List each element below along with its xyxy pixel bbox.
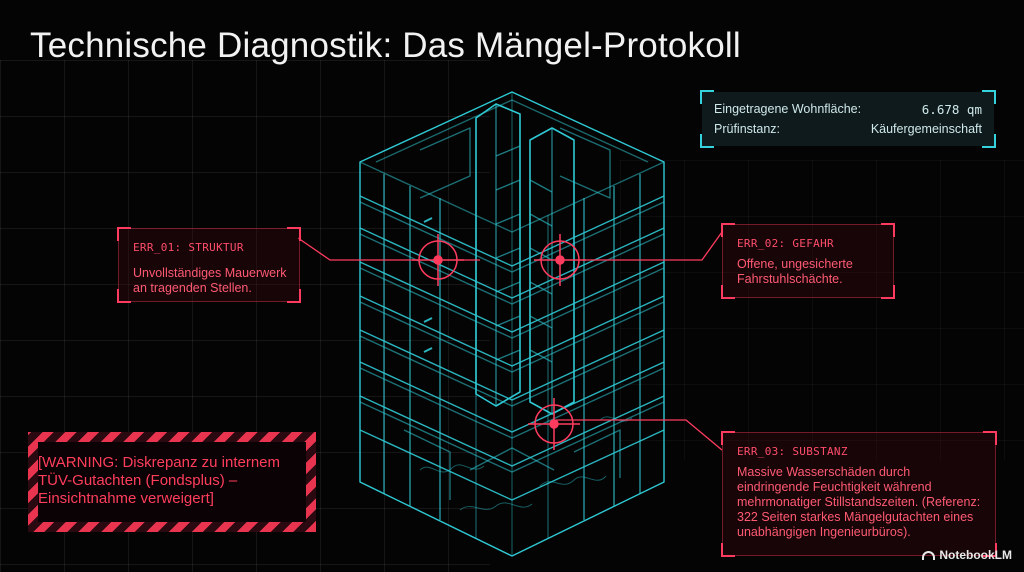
error-description: Offene, ungesicherte Fahrstuhlschächte. [737,257,853,286]
card-corner [721,223,735,237]
warning-text: [WARNING: Diskrepanz zu internem TÜV-Gut… [38,454,281,507]
warning-box: [WARNING: Diskrepanz zu internem TÜV-Gut… [28,432,316,532]
panel-corner [982,90,996,104]
panel-corner [700,134,714,148]
card-corner [721,285,735,299]
card-corner [117,227,131,241]
building-wireframe [359,91,665,557]
area-value: 6.678 qm [921,102,982,117]
card-corner [881,223,895,237]
inspector-label: Prüfinstanz: [714,122,781,136]
target-reticle-3 [528,398,580,450]
card-corner [881,285,895,299]
brand-watermark: NotebookLM [922,548,1012,562]
error-description: Massive Wasserschäden durch eindringende… [737,465,981,539]
error-description: Unvollständiges Mauerwerk an tragenden S… [133,266,287,295]
card-corner [721,543,735,557]
card-corner [117,289,131,303]
card-corner [287,289,301,303]
card-corner [287,227,301,241]
inspector-value: Käufergemeinschaft [870,122,982,136]
page-title: Technische Diagnostik: Das Mängel-Protok… [30,26,741,65]
background-grid-right [620,160,1024,460]
error-code: ERR_03: SUBSTANZ [737,445,848,458]
target-reticle-2 [534,234,586,286]
panel-corner [700,90,714,104]
notebooklm-logo-icon [922,550,936,560]
info-row-area: Eingetragene Wohnfläche: 6.678 qm [714,102,982,117]
error-card-hazard: ERR_02: GEFAHR Offene, ungesicherte Fahr… [721,223,895,299]
card-corner [721,431,735,445]
error-code: ERR_02: GEFAHR [737,237,834,250]
error-card-structure: ERR_01: STRUKTUR Unvollständiges Mauerwe… [117,227,301,303]
warning-inner [38,442,306,522]
error-card-substance: ERR_03: SUBSTANZ Massive Wasserschäden d… [721,431,997,557]
error-code: ERR_01: STRUKTUR [133,241,244,254]
brand-label: NotebookLM [939,548,1012,562]
target-reticle-1 [412,234,464,286]
info-row-inspector: Prüfinstanz: Käufergemeinschaft [714,122,982,136]
card-corner [983,543,997,557]
property-info-panel: Eingetragene Wohnfläche: 6.678 qm Prüfin… [700,90,996,148]
panel-corner [982,134,996,148]
area-label: Eingetragene Wohnfläche: [714,102,862,116]
card-corner [983,431,997,445]
